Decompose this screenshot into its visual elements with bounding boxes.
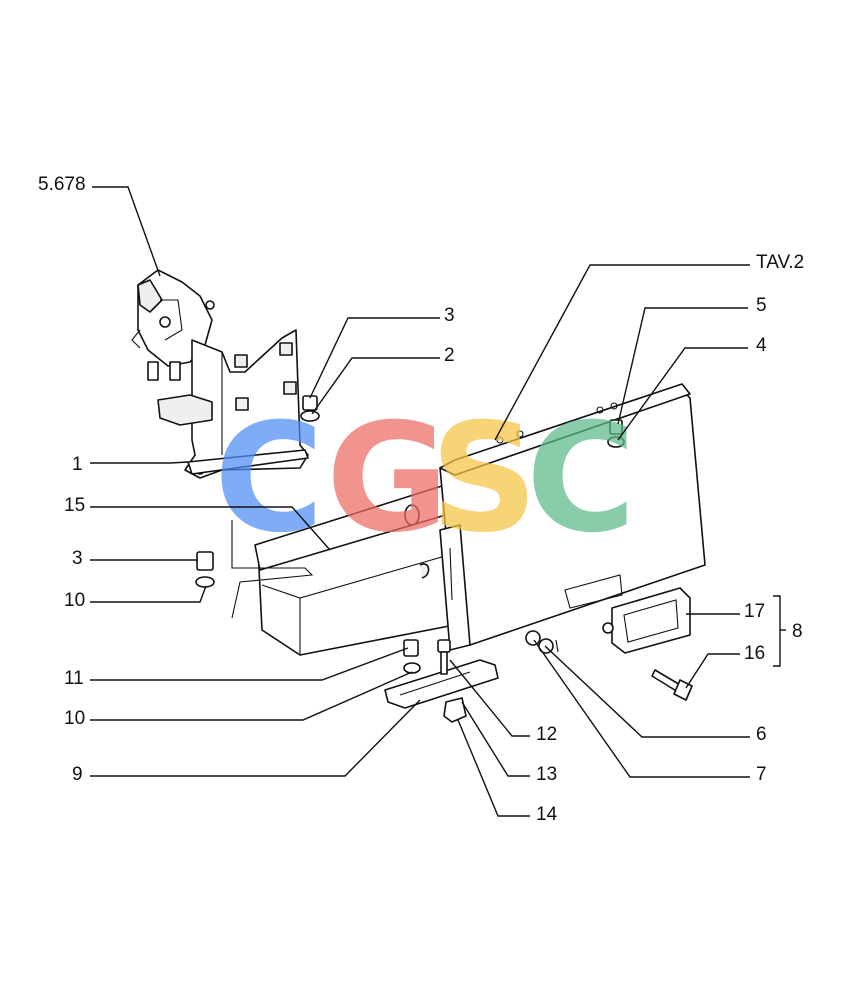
watermark-letter-s: S bbox=[430, 392, 538, 566]
leader-lines bbox=[90, 186, 786, 817]
bolt-washer-left bbox=[195, 551, 215, 588]
label-4: 4 bbox=[756, 335, 767, 356]
bolt-washer-upper bbox=[300, 395, 320, 422]
label-5: 5 bbox=[756, 295, 767, 316]
label-6: 6 bbox=[756, 724, 767, 745]
label-2: 2 bbox=[444, 345, 455, 366]
label-7: 7 bbox=[756, 764, 767, 785]
watermark-letter-g: G bbox=[326, 392, 449, 566]
screw-part bbox=[651, 669, 693, 701]
label-15: 15 bbox=[64, 495, 85, 516]
strap-part bbox=[231, 504, 420, 619]
watermark-letter-c2: C bbox=[526, 392, 636, 566]
label-9: 9 bbox=[72, 764, 83, 785]
label-14: 14 bbox=[536, 804, 558, 825]
label-3-lower: 3 bbox=[72, 548, 83, 569]
label-13: 13 bbox=[536, 764, 557, 785]
label-8: 8 bbox=[792, 621, 803, 642]
label-tav2: TAV.2 bbox=[756, 252, 804, 273]
watermark-letter-c1: C bbox=[214, 392, 324, 566]
label-3-upper: 3 bbox=[444, 305, 455, 326]
gasket-part bbox=[602, 587, 691, 654]
label-1: 1 bbox=[72, 454, 83, 475]
clamp-assembly-part bbox=[384, 639, 499, 723]
watermark: C G S C bbox=[214, 392, 636, 566]
label-5678: 5.678 bbox=[38, 174, 86, 195]
label-11: 11 bbox=[64, 668, 84, 689]
label-12: 12 bbox=[536, 724, 557, 745]
screw-washer-cover bbox=[607, 419, 625, 448]
label-16: 16 bbox=[744, 643, 765, 664]
label-10-left: 10 bbox=[64, 590, 85, 611]
battery-cover-part bbox=[439, 383, 706, 651]
label-10-lower: 10 bbox=[64, 708, 85, 729]
part-labels: 5.678 TAV.2 3 2 5 4 1 15 3 10 11 10 9 12… bbox=[38, 174, 804, 825]
label-17: 17 bbox=[744, 601, 765, 622]
nuts-part bbox=[525, 630, 559, 654]
bracket-part bbox=[157, 329, 309, 479]
